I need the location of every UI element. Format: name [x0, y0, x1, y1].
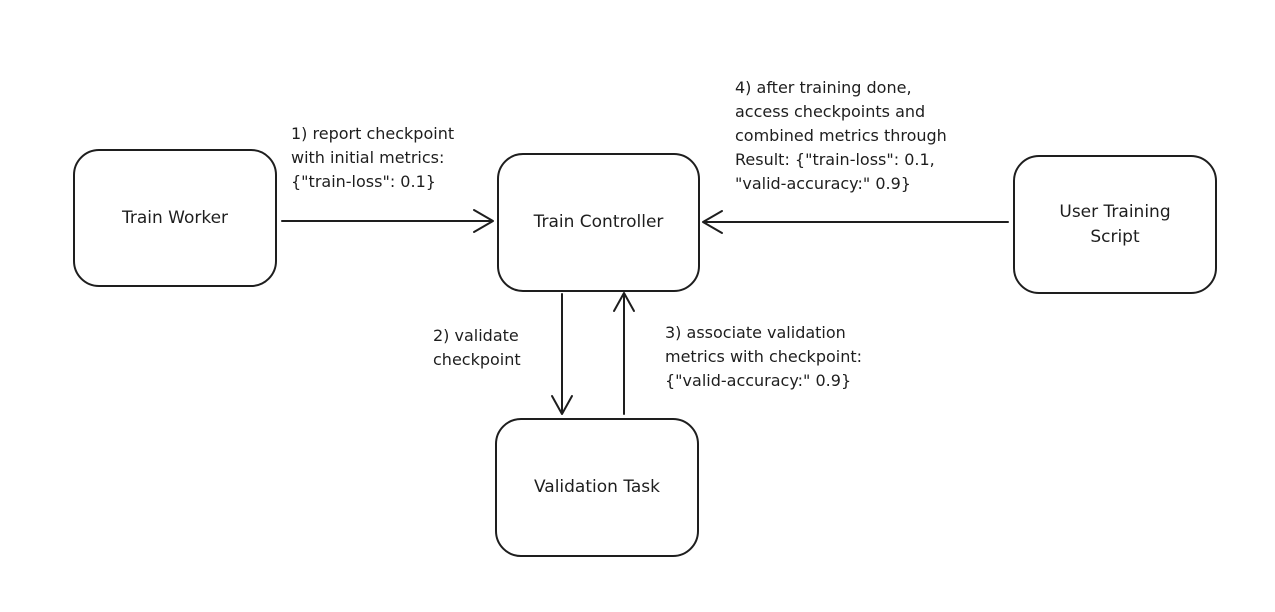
edge-label-line: combined metrics through [735, 126, 947, 145]
node-label-train-controller: Train Controller [533, 212, 664, 232]
arrow-controller-to-validation [551, 293, 573, 415]
edge-label-associate-metrics: 3) associate validation metrics with che… [665, 321, 862, 393]
edge-label-line: checkpoint [433, 350, 521, 369]
edge-label-line: {"train-loss": 0.1} [291, 172, 436, 191]
node-label-train-worker: Train Worker [121, 207, 229, 228]
edge-label-line: metrics with checkpoint: [665, 347, 863, 366]
edge-label-line: with initial metrics: [291, 148, 445, 167]
node-label-user-training-script: User Training Script [1059, 201, 1171, 247]
arrow-worker-to-controller [281, 209, 494, 233]
edge-label-line: Result: {"train-loss": 0.1, [735, 150, 935, 169]
edge-label-line: "valid-accuracy:" 0.9} [735, 174, 911, 193]
node-validation-task: Validation Task [495, 418, 699, 557]
edge-label-line: 4) after training done, [735, 78, 912, 97]
edge-label-line: 2) validate [433, 326, 519, 345]
arrow-script-to-controller [702, 210, 1009, 234]
edge-label-line: access checkpoints and [735, 102, 926, 121]
node-train-worker: Train Worker [73, 149, 277, 287]
edge-label-line: {"valid-accuracy:" 0.9} [665, 371, 852, 390]
arrow-validation-to-controller [613, 292, 635, 415]
edge-label-access-results: 4) after training done, access checkpoin… [735, 76, 947, 196]
node-user-training-script: User Training Script [1013, 155, 1217, 294]
edge-label-line: 3) associate validation [665, 323, 846, 342]
node-train-controller: Train Controller [497, 153, 700, 292]
edge-label-validate-checkpoint: 2) validate checkpoint [433, 324, 521, 372]
node-label-validation-task: Validation Task [533, 477, 661, 497]
edge-label-line: 1) report checkpoint [291, 124, 455, 143]
edge-label-report-checkpoint: 1) report checkpoint with initial metric… [291, 122, 454, 194]
